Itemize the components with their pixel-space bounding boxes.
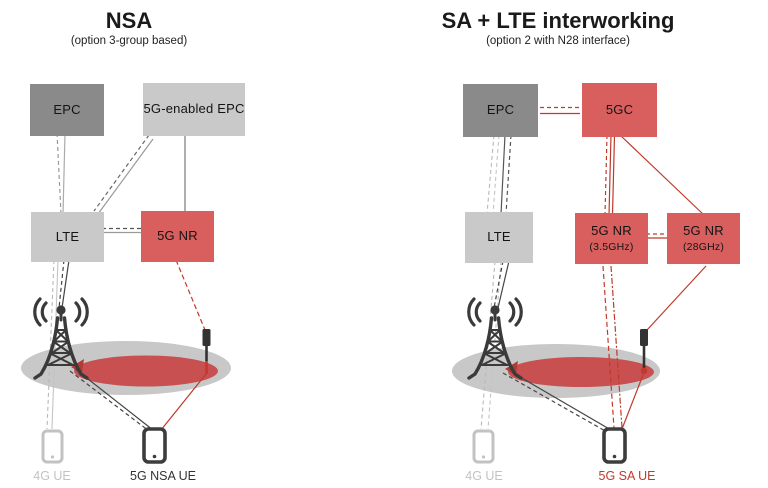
sa-5g-nr-mmwave-box: 5G NR (28GHz) — [667, 213, 740, 264]
sa-4g-ue-label: 4G UE — [465, 469, 503, 483]
sa-small-cell-icon — [640, 329, 648, 375]
sa-epc-label: EPC — [486, 102, 515, 118]
nsa-5g-ue-label: 5G NSA UE — [130, 469, 196, 483]
nsa-4g-ue-label: 4G UE — [33, 469, 71, 483]
sa-5g-nr-mmwave-label: 5G NR — [683, 223, 724, 239]
nsa-5g-ue-phone-icon — [142, 427, 167, 464]
sa-5gc-label: 5GC — [605, 101, 634, 117]
sa-5g-nr-sub6-label: 5G NR — [591, 223, 632, 239]
nsa-epc-box: EPC — [30, 84, 104, 136]
nsa-subtitle: (option 3-group based) — [70, 35, 188, 47]
nsa-5g-nr-label: 5G NR — [157, 228, 198, 244]
sa-title: SA + LTE interworking — [441, 8, 675, 33]
nsa-5g-enabled-epc-label: 5G-enabled EPC — [143, 101, 245, 117]
nsa-small-cell-icon — [202, 329, 211, 374]
nsa-lte-box: LTE — [31, 212, 104, 262]
sa-4g-ue-phone-icon — [472, 429, 495, 464]
sa-connection-lines — [480, 106, 707, 433]
nsa-4g-ue-phone-icon — [41, 429, 64, 464]
sa-5g-nr-sub6-box: 5G NR (3.5GHz) — [575, 213, 648, 264]
sa-lte-label: LTE — [487, 229, 511, 245]
nsa-5g-enabled-epc-box: 5G-enabled EPC — [143, 83, 245, 136]
nsa-lte-label: LTE — [55, 228, 80, 244]
sa-5gc-box: 5GC — [582, 83, 657, 137]
nsa-title: NSA — [105, 8, 153, 33]
sa-epc-box: EPC — [463, 84, 538, 137]
nr-coverage-ellipse — [74, 355, 218, 387]
sa-5g-nr-sub6-band: (3.5GHz) — [589, 240, 634, 253]
sa-lte-box: LTE — [465, 212, 533, 263]
sa-5g-ue-label: 5G SA UE — [598, 469, 656, 483]
sa-5g-ue-phone-icon — [602, 427, 627, 464]
sa-subtitle: (option 2 with N28 interface) — [486, 35, 630, 47]
sa-5g-nr-mmwave-band: (28GHz) — [682, 240, 725, 253]
nsa-epc-label: EPC — [53, 101, 81, 117]
sa-coverage-areas — [452, 344, 660, 398]
nsa-5g-nr-box: 5G NR — [141, 211, 214, 262]
